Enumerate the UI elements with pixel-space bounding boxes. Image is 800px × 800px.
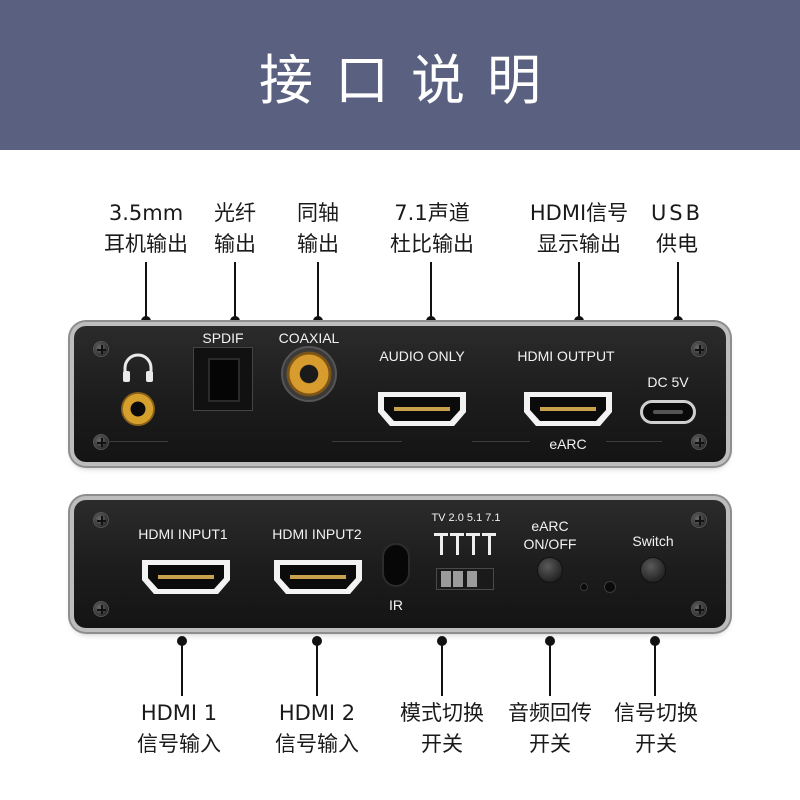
- divider: [472, 441, 530, 442]
- label-line: 开关: [529, 732, 571, 756]
- indicator-led: [580, 583, 588, 591]
- mode-tick-icon: [466, 533, 480, 555]
- divider: [332, 441, 402, 442]
- label-coaxial-out: 同轴 输出: [279, 198, 357, 260]
- label-hdmi-display-out: HDMI信号 显示输出: [520, 198, 638, 260]
- earc-label: eARC: [549, 436, 587, 452]
- leader-line: [549, 640, 551, 696]
- dc-label: DC 5V: [647, 374, 689, 390]
- earc-switch-label-1: eARC: [531, 518, 569, 534]
- label-line: HDMI信号: [529, 201, 629, 225]
- hdmi-output-label: HDMI OUTPUT: [517, 348, 615, 364]
- label-mode-switch: 模式切换 开关: [390, 698, 494, 760]
- leader-dot: [230, 316, 240, 326]
- label-line: HDMI 1: [140, 701, 218, 725]
- label-line: 显示输出: [537, 232, 621, 256]
- label-line: 信号输入: [137, 732, 221, 756]
- screw-icon: [691, 341, 707, 357]
- hdmi-input1-port[interactable]: [140, 556, 232, 596]
- leader-dot: [426, 316, 436, 326]
- page-title: 接口说明: [259, 48, 563, 112]
- label-line: 同轴: [297, 201, 339, 225]
- leader-dot: [141, 316, 151, 326]
- spdif-label: SPDIF: [202, 330, 244, 346]
- usb-c-power-port[interactable]: [640, 400, 696, 424]
- label-audio-return: 音频回传 开关: [498, 698, 602, 760]
- label-line: 3.5mm: [108, 201, 184, 225]
- label-line: 输出: [214, 232, 256, 256]
- hdmi-output-port[interactable]: [522, 388, 614, 428]
- ir-label: IR: [389, 597, 403, 613]
- leader-line: [317, 262, 319, 320]
- divider: [108, 441, 168, 442]
- label-line: 7.1声道: [394, 201, 470, 225]
- audio-only-label: AUDIO ONLY: [379, 348, 465, 364]
- mode-slide-switch[interactable]: [436, 568, 494, 590]
- mode-tick-icon: [450, 533, 464, 555]
- label-line: 信号输入: [275, 732, 359, 756]
- switch-knob: [467, 571, 477, 587]
- label-line: 耳机输出: [104, 232, 188, 256]
- label-line: 模式切换: [400, 701, 484, 725]
- switch-knob: [441, 571, 451, 587]
- headphone-jack[interactable]: [121, 392, 155, 426]
- coaxial-label: COAXIAL: [278, 330, 340, 346]
- divider: [606, 441, 662, 442]
- mode-options-label: TV 2.0 5.1 7.1: [431, 512, 501, 524]
- mode-tick-icon: [482, 533, 496, 555]
- label-line: 开关: [421, 732, 463, 756]
- ir-receiver: [382, 543, 410, 587]
- optical-port[interactable]: [193, 347, 253, 411]
- leader-line: [145, 262, 147, 320]
- label-line: 音频回传: [508, 701, 592, 725]
- leader-line: [441, 640, 443, 696]
- leader-line: [430, 262, 432, 320]
- source-switch-button[interactable]: [640, 557, 666, 583]
- screw-icon: [93, 601, 109, 617]
- switch-knob: [453, 571, 463, 587]
- label-line: 光纤: [214, 201, 256, 225]
- switch-label: Switch: [632, 533, 674, 549]
- leader-line: [654, 640, 656, 696]
- hdmi-input2-label: HDMI INPUT2: [272, 526, 362, 542]
- label-line: 输出: [297, 232, 339, 256]
- label-line: HDMI 2: [278, 701, 356, 725]
- hdmi-audio-only-port[interactable]: [376, 388, 468, 428]
- header-banner: 接口说明: [0, 0, 800, 150]
- leader-dot: [574, 316, 584, 326]
- screw-icon: [93, 434, 109, 450]
- label-line: 信号切换: [614, 701, 698, 725]
- leader-dot: [673, 316, 683, 326]
- leader-line: [677, 262, 679, 320]
- screw-icon: [691, 512, 707, 528]
- leader-line: [578, 262, 580, 320]
- label-line: USB: [650, 201, 704, 225]
- hdmi-input1-label: HDMI INPUT1: [138, 526, 228, 542]
- label-usb-power: USB 供电: [640, 198, 714, 260]
- mode-tick-icon: [434, 533, 448, 555]
- coaxial-port[interactable]: [281, 346, 337, 402]
- indicator-led: [604, 581, 616, 593]
- label-signal-switch: 信号切换 开关: [604, 698, 708, 760]
- earc-switch-label-2: ON/OFF: [523, 536, 577, 552]
- leader-line: [234, 262, 236, 320]
- hdmi-input2-port[interactable]: [272, 556, 364, 596]
- leader-line: [181, 640, 183, 696]
- screw-icon: [691, 601, 707, 617]
- label-headphone-out: 3.5mm 耳机输出: [98, 198, 194, 260]
- headphone-icon: [123, 353, 153, 382]
- screw-icon: [691, 434, 707, 450]
- label-hdmi2-in: HDMI 2 信号输入: [262, 698, 372, 760]
- leader-dot: [313, 316, 323, 326]
- earc-toggle-button[interactable]: [537, 557, 563, 583]
- screw-icon: [93, 341, 109, 357]
- label-line: 杜比输出: [390, 232, 474, 256]
- label-hdmi1-in: HDMI 1 信号输入: [124, 698, 234, 760]
- screw-icon: [93, 512, 109, 528]
- label-line: 供电: [656, 232, 698, 256]
- label-dolby-out: 7.1声道 杜比输出: [380, 198, 484, 260]
- label-line: 开关: [635, 732, 677, 756]
- leader-line: [316, 640, 318, 696]
- label-optical-out: 光纤 输出: [196, 198, 274, 260]
